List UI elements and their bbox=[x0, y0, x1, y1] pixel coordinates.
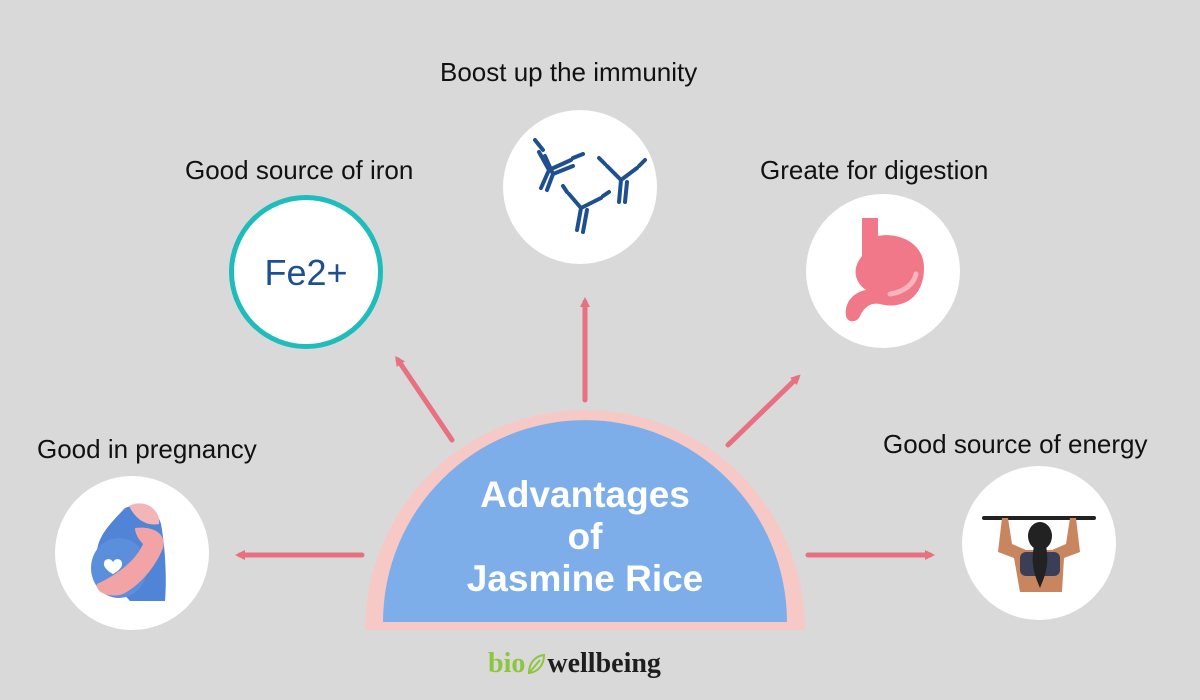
pregnancy-circle bbox=[55, 476, 209, 630]
stomach-icon bbox=[845, 218, 924, 322]
benefit-label-digestion: Greate for digestion bbox=[760, 155, 989, 185]
brand-logo: bio wellbeing bbox=[488, 648, 661, 680]
leaf-icon bbox=[528, 653, 546, 675]
center-semicircle bbox=[383, 420, 787, 622]
benefit-label-iron: Good source of iron bbox=[185, 155, 414, 185]
iron-circle: Fe2+ bbox=[229, 195, 383, 349]
center-title-line2: of bbox=[567, 516, 603, 557]
iron-ion-icon: Fe2+ bbox=[264, 252, 348, 293]
benefit-label-pregnancy: Good in pregnancy bbox=[37, 434, 257, 464]
benefit-label-energy: Good source of energy bbox=[883, 429, 1148, 459]
brand-logo-bio: bio bbox=[488, 648, 526, 679]
benefit-label-immunity: Boost up the immunity bbox=[440, 57, 698, 87]
arrow-to-digestion bbox=[725, 374, 801, 448]
digestion-circle bbox=[806, 194, 960, 348]
center-title: Advantages of Jasmine Rice bbox=[420, 474, 750, 600]
brand-logo-wellbeing: wellbeing bbox=[547, 648, 661, 679]
pregnant-woman-icon bbox=[91, 503, 166, 601]
arrow-to-iron bbox=[395, 355, 455, 443]
antibody-icon bbox=[533, 138, 647, 234]
immunity-circle bbox=[503, 110, 657, 264]
energy-circle bbox=[962, 466, 1116, 620]
center-title-line3: Jasmine Rice bbox=[466, 558, 704, 599]
center-title-line1: Advantages bbox=[480, 474, 690, 515]
pull-up-athlete-icon bbox=[982, 516, 1096, 592]
